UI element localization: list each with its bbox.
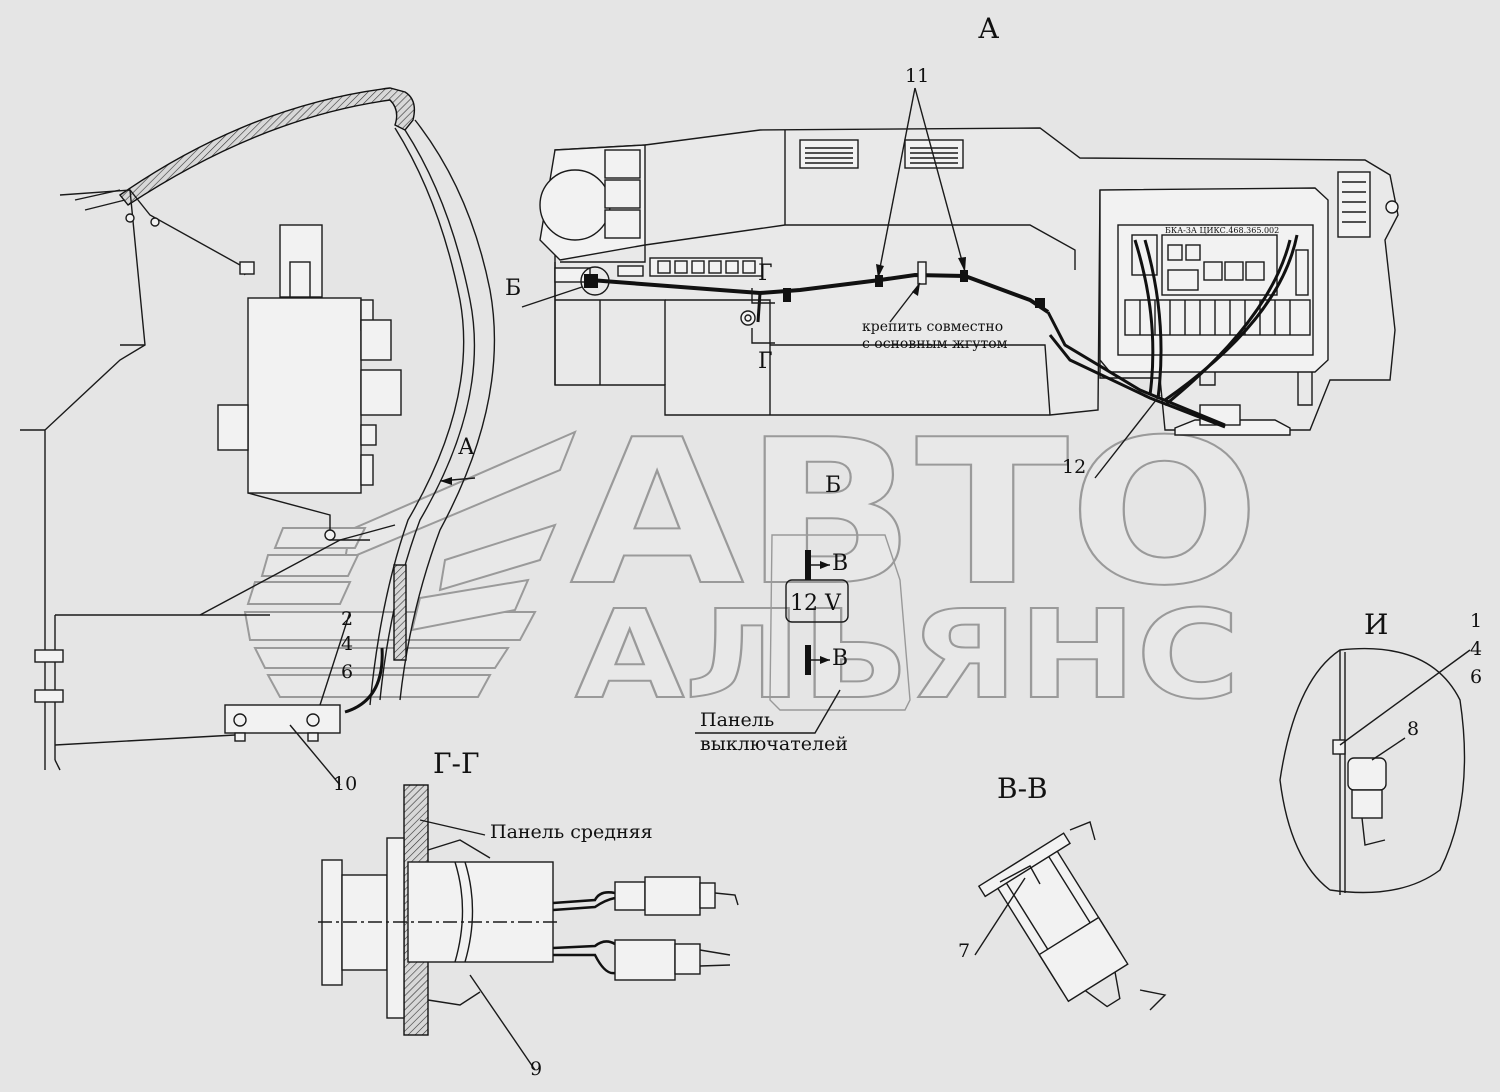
position-9: 9 (530, 1058, 542, 1080)
position-2: 2 (341, 608, 353, 630)
position-4-left: 4 (341, 633, 353, 655)
air-vent-left (799, 139, 859, 169)
view-a-leaders (521, 87, 1161, 479)
cab-roof-panel (118, 87, 416, 206)
wiring-harness (580, 234, 1299, 429)
cab-device-housing (247, 297, 362, 494)
watermark-line2: АЛЬЯНС (575, 584, 1240, 726)
middle-panel-label: Панель средняя (490, 821, 653, 843)
section-v-v (974, 821, 1167, 1011)
air-vent-center (904, 139, 964, 169)
air-vent-right (1337, 171, 1371, 238)
callout-view-b: Б (505, 276, 521, 301)
section-v-bottom: В (832, 646, 848, 671)
note-fasten-line2: с основным жгутом (862, 336, 1008, 352)
view-i-title: И (1364, 608, 1388, 641)
dashboard-view-a (539, 127, 1399, 436)
position-1: 1 (1470, 610, 1482, 632)
arrow-view-a: А (458, 435, 475, 460)
switch-panel-label-line2: выключателей (700, 733, 848, 755)
watermark-line1: АВТО (570, 397, 1260, 630)
position-6-right: 6 (1470, 666, 1482, 688)
position-12: 12 (1062, 456, 1086, 478)
section-g-top: Г (758, 261, 773, 286)
detail-view-i (1279, 647, 1471, 895)
note-fasten-line1: крепить совместно (862, 319, 1003, 335)
position-7: 7 (958, 940, 970, 962)
position-10: 10 (333, 773, 357, 795)
position-6-left: 6 (341, 661, 353, 683)
relay-block-label: БКА-3А ЦИКС.468.365.002 (1165, 226, 1279, 235)
position-11: 11 (905, 65, 929, 87)
position-4-right: 4 (1470, 638, 1482, 660)
section-v-top: В (832, 551, 848, 576)
view-gg-title: Г-Г (433, 747, 480, 780)
watermark: АВТО АЛЬЯНС (243, 396, 1261, 727)
socket-label-12v: 12 V (790, 591, 842, 616)
switch-panel-label-line1: Панель (700, 709, 774, 731)
switch-panel-view-b (695, 534, 911, 734)
view-a-title: А (978, 12, 999, 45)
cab-side-view (20, 87, 496, 771)
left-leaders (289, 477, 476, 786)
section-g-bottom: Г (758, 349, 773, 374)
position-8: 8 (1407, 718, 1419, 740)
view-vv-title: В-В (997, 772, 1048, 805)
section-g-g (318, 784, 739, 1071)
view-b-title: Б (825, 473, 841, 498)
